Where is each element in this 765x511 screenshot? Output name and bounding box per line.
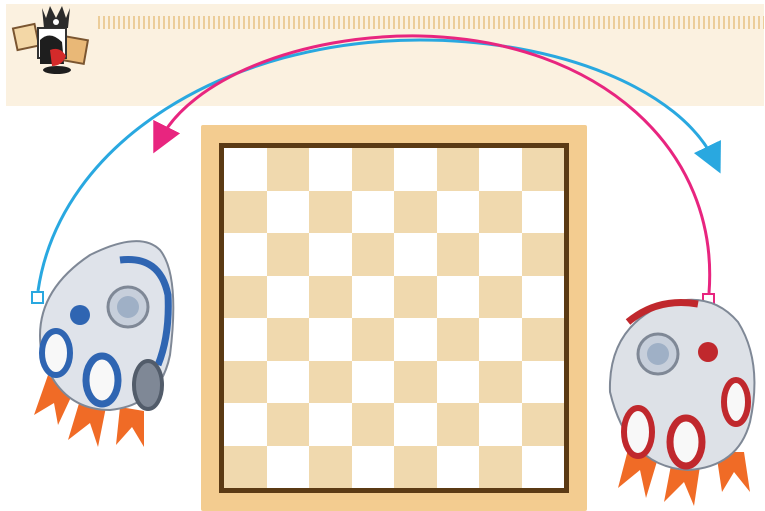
board-square[interactable] <box>479 191 522 234</box>
board-square[interactable] <box>267 318 310 361</box>
board-square[interactable] <box>267 233 310 276</box>
board-square[interactable] <box>267 446 310 489</box>
board-square[interactable] <box>394 403 437 446</box>
board-square[interactable] <box>522 403 565 446</box>
board-square[interactable] <box>479 233 522 276</box>
board-square[interactable] <box>224 191 267 234</box>
board-square[interactable] <box>394 361 437 404</box>
board-square[interactable] <box>437 191 480 234</box>
board-square[interactable] <box>479 446 522 489</box>
board-square[interactable] <box>437 403 480 446</box>
board-square[interactable] <box>522 318 565 361</box>
board-square[interactable] <box>309 233 352 276</box>
board-square[interactable] <box>394 233 437 276</box>
board-square[interactable] <box>224 361 267 404</box>
board-square[interactable] <box>522 361 565 404</box>
board-square[interactable] <box>479 361 522 404</box>
board-square[interactable] <box>224 148 267 191</box>
board-square[interactable] <box>352 318 395 361</box>
board-square[interactable] <box>224 318 267 361</box>
board-square[interactable] <box>352 276 395 319</box>
board-square[interactable] <box>522 148 565 191</box>
board-square[interactable] <box>224 446 267 489</box>
board-square[interactable] <box>352 361 395 404</box>
board-square[interactable] <box>394 191 437 234</box>
board-square[interactable] <box>437 446 480 489</box>
board-square[interactable] <box>352 191 395 234</box>
board-square[interactable] <box>224 403 267 446</box>
board-square[interactable] <box>267 403 310 446</box>
board-square[interactable] <box>309 148 352 191</box>
board-square[interactable] <box>352 403 395 446</box>
board-square[interactable] <box>309 403 352 446</box>
board-square[interactable] <box>437 148 480 191</box>
board-square[interactable] <box>267 148 310 191</box>
board-square[interactable] <box>522 191 565 234</box>
board-square[interactable] <box>224 233 267 276</box>
header-bar <box>6 4 764 106</box>
board-square[interactable] <box>352 233 395 276</box>
header-stripe <box>98 16 764 29</box>
board-square[interactable] <box>394 318 437 361</box>
board-square[interactable] <box>309 361 352 404</box>
board-square[interactable] <box>352 148 395 191</box>
board-square[interactable] <box>522 233 565 276</box>
board-square[interactable] <box>437 361 480 404</box>
board-square[interactable] <box>394 148 437 191</box>
board-square[interactable] <box>479 148 522 191</box>
board-square[interactable] <box>309 318 352 361</box>
board-square[interactable] <box>267 276 310 319</box>
board-square[interactable] <box>224 276 267 319</box>
board-square[interactable] <box>479 403 522 446</box>
board-square[interactable] <box>522 446 565 489</box>
blue-rocket-icon[interactable] <box>20 235 185 450</box>
board-square[interactable] <box>437 318 480 361</box>
board-square[interactable] <box>522 276 565 319</box>
chess-app-icon[interactable] <box>10 0 100 80</box>
board-square[interactable] <box>309 191 352 234</box>
board-square[interactable] <box>479 318 522 361</box>
board-square[interactable] <box>267 191 310 234</box>
board-square[interactable] <box>437 233 480 276</box>
board-square[interactable] <box>479 276 522 319</box>
board-square[interactable] <box>309 276 352 319</box>
board-square[interactable] <box>394 446 437 489</box>
chess-board-frame <box>201 125 587 511</box>
board-square[interactable] <box>437 276 480 319</box>
board-square[interactable] <box>309 446 352 489</box>
board-square[interactable] <box>267 361 310 404</box>
red-rocket-icon[interactable] <box>598 292 765 508</box>
chess-board[interactable] <box>224 148 564 488</box>
board-square[interactable] <box>352 446 395 489</box>
board-square[interactable] <box>394 276 437 319</box>
